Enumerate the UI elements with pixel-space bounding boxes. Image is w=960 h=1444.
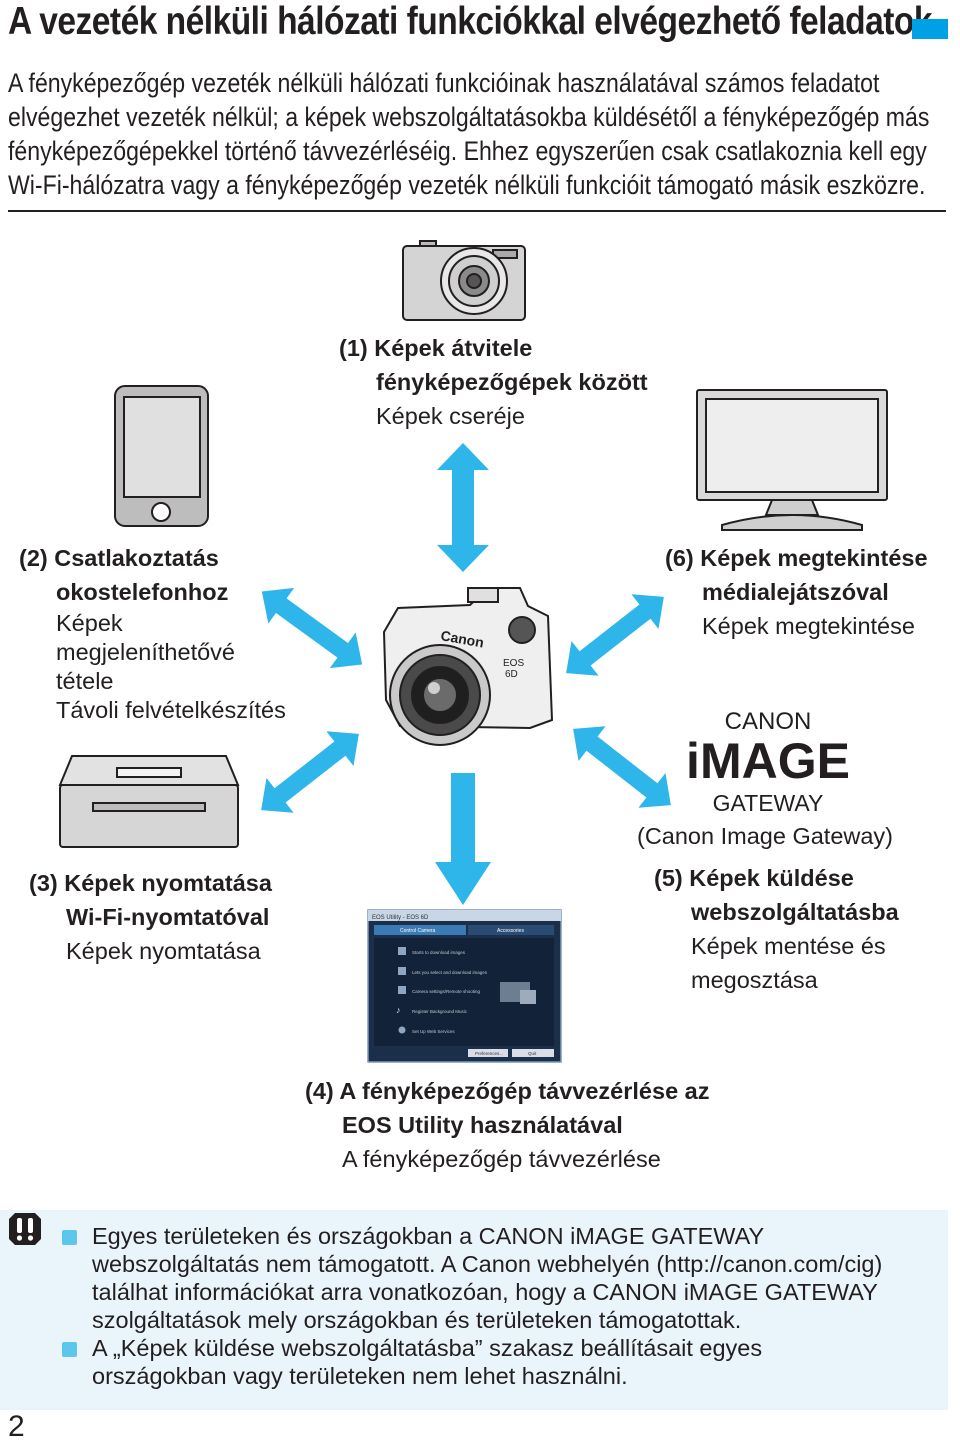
notice-line: Egyes területeken és országokban a CANON…: [92, 1223, 765, 1249]
gateway-logo-top: CANON: [725, 708, 812, 735]
feature-heading: webszolgáltatásba: [691, 899, 899, 925]
image-gateway-logo: CANON iMAGE GATEWAY: [686, 708, 850, 816]
arrow-diagonal-cloud-icon: [573, 726, 671, 808]
feature-description: Képek: [56, 610, 123, 636]
feature-heading: Wi-Fi-nyomtatóval: [66, 904, 270, 930]
arrow-diagonal-left-icon: [261, 587, 363, 669]
feature-4-label: (4) A fényképezőgép távvezérlése az EOS …: [305, 1074, 710, 1176]
feature-description: Képek mentése és: [691, 933, 886, 959]
feature-5-label: (5) Képek küldése webszolgáltatásba Képe…: [654, 861, 899, 997]
feature-2-label: (2) Csatlakoztatás okostelefonhoz Képek …: [19, 541, 286, 725]
feature-heading: Képek küldése: [689, 865, 854, 891]
eos-menu-item: Camera settings/Remote shooting: [412, 989, 481, 994]
bullet-icon: [62, 1230, 77, 1245]
intro-paragraph: A fényképezőgép vezeték nélküli hálózati…: [8, 66, 949, 202]
feature-number: (5): [654, 865, 683, 891]
smartphone-icon: [114, 385, 209, 527]
intro-line: elvégezhet vezeték nélkül; a képek websz…: [8, 102, 930, 132]
eos-preferences-button: Preferences...: [475, 1051, 503, 1056]
feature-description: Képek nyomtatása: [66, 938, 261, 964]
intro-line: fényképezőgépekkel történő távvezérléséi…: [8, 136, 927, 166]
notice-line: A „Képek küldése webszolgáltatásba” szak…: [92, 1335, 763, 1361]
feature-description: Képek cseréje: [376, 403, 525, 429]
gateway-logo-middle: iMAGE: [686, 733, 850, 789]
eos-window-title: EOS Utility - EOS 6D: [372, 915, 429, 921]
feature-heading: fényképezőgépek között: [376, 369, 648, 395]
camera-model-text-2: 6D: [505, 669, 518, 680]
feature-heading: Képek megtekintése: [700, 545, 928, 571]
eos-tab-accessories: Accessories: [497, 928, 524, 934]
feature-description: megjeleníthetővé: [56, 639, 235, 665]
feature-heading: A fényképezőgép távvezérlése az: [339, 1078, 710, 1104]
feature-heading: Képek átvitele: [374, 335, 533, 361]
eos-menu-item: Starts to download images: [412, 950, 466, 955]
feature-number: (6): [665, 545, 694, 571]
feature-number: (2): [19, 545, 48, 571]
intro-line: A fényképezőgép vezeték nélküli hálózati…: [8, 68, 880, 98]
music-note-icon: ♪: [396, 1005, 401, 1015]
section-marker: [912, 19, 948, 39]
feature-heading: médialejátszóval: [702, 579, 889, 605]
camera-brand-text: Canon: [439, 627, 485, 650]
camera-model-text: EOS: [503, 658, 524, 669]
tv-monitor-icon: [696, 389, 888, 531]
dslr-camera-icon: [382, 587, 554, 746]
feature-heading: Képek nyomtatása: [64, 870, 272, 896]
feature-3-label: (3) Képek nyomtatása Wi-Fi-nyomtatóval K…: [29, 866, 272, 968]
feature-description: megosztása: [691, 967, 818, 993]
arrow-up-down-icon: [437, 443, 489, 572]
notice-bullet: A „Képek küldése webszolgáltatásba” szak…: [60, 1334, 940, 1390]
gateway-caption: (Canon Image Gateway): [637, 823, 894, 849]
gateway-logo-bottom: GATEWAY: [713, 790, 824, 816]
eos-quit-button: Quit: [528, 1051, 537, 1056]
page-number: 2: [8, 1410, 25, 1443]
feature-6-label: (6) Képek megtekintése médialejátszóval …: [665, 541, 928, 643]
feature-description: tétele: [56, 668, 114, 694]
eos-utility-window: EOS Utility - EOS 6D Control Camera Acce…: [367, 909, 562, 1063]
caution-icon: [9, 1213, 41, 1245]
arrows: [261, 443, 671, 905]
eos-tab-control: Control Camera: [400, 928, 436, 934]
header-rule: [8, 210, 946, 212]
printer-icon: [58, 755, 240, 848]
compact-camera-icon: [402, 240, 526, 321]
arrow-diagonal-tv-icon: [566, 594, 664, 676]
eos-menu-item: Set Up Web Services: [412, 1029, 455, 1034]
intro-line: Wi-Fi-hálózatra vagy a fényképezőgép vez…: [8, 170, 926, 200]
feature-number: (4): [305, 1078, 334, 1104]
feature-description: A fényképezőgép távvezérlése: [342, 1146, 661, 1172]
feature-heading: Csatlakoztatás: [54, 545, 219, 571]
feature-heading: okostelefonhoz: [56, 579, 229, 605]
notice-line: szolgáltatások mely országokban és terül…: [92, 1307, 742, 1333]
page-title: A vezeték nélküli hálózati funkciókkal e…: [8, 0, 933, 43]
feature-diagram: Canon EOS 6D CANON iMAGE GATEWAY EOS Uti…: [58, 240, 888, 1063]
notice-line: webszolgáltatás nem támogatott. A Canon …: [92, 1251, 883, 1277]
feature-description: Képek megtekintése: [702, 613, 915, 639]
eos-menu-item: Register Background Music: [412, 1009, 468, 1014]
feature-heading: EOS Utility használatával: [342, 1112, 623, 1138]
notice-bullet: Egyes területeken és országokban a CANON…: [60, 1222, 940, 1334]
feature-1-label: (1) Képek átvitele fényképezőgépek közöt…: [339, 331, 648, 433]
feature-number: (3): [29, 870, 58, 896]
feature-description: Távoli felvételkészítés: [56, 697, 286, 723]
notice-line: találhat információkat arra vonatkozóan,…: [92, 1279, 878, 1305]
feature-number: (1): [339, 335, 368, 361]
eos-menu-item: Lets you select and download images: [412, 970, 488, 975]
notice-box: [0, 1210, 948, 1410]
notice-line: országokban vagy területeken nem lehet h…: [92, 1363, 628, 1389]
bullet-icon: [62, 1342, 77, 1357]
arrow-diagonal-printer-icon: [261, 731, 359, 813]
notice-list: Egyes területeken és országokban a CANON…: [60, 1222, 940, 1390]
arrow-down-icon: [435, 773, 491, 905]
